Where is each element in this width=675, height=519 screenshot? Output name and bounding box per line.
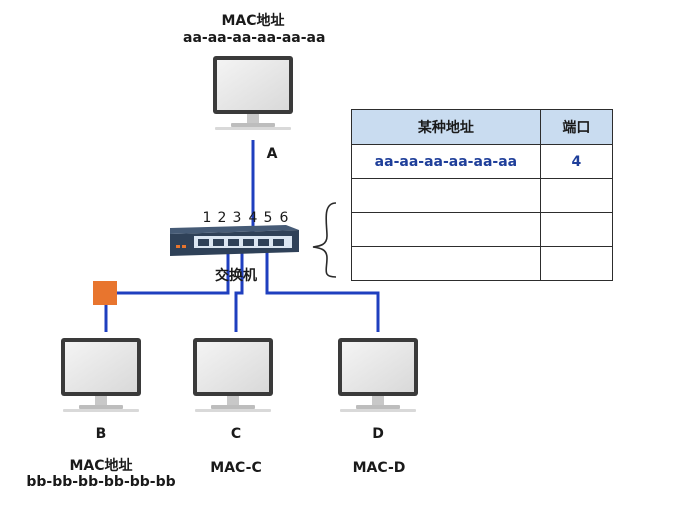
table-header-row: 某种地址 端口 — [351, 109, 614, 145]
host-b-name: B — [95, 426, 107, 442]
host-d-mac: MAC-D — [352, 460, 406, 476]
host-b-mac-address: bb-bb-bb-bb-bb-bb — [26, 474, 176, 490]
port-number-2: 2 — [217, 210, 227, 226]
column-header-port: 端口 — [539, 109, 614, 145]
hub-icon — [93, 281, 117, 305]
column-header-address: 某种地址 — [351, 109, 541, 145]
switch-port-numbers: 1 2 3 4 5 6 — [201, 210, 297, 228]
network-links — [104, 140, 380, 332]
computer-b-icon — [61, 338, 141, 412]
host-a-mac-address: aa-aa-aa-aa-aa-aa — [183, 30, 326, 46]
table-cell-port — [539, 246, 614, 281]
table-row — [351, 246, 614, 281]
computer-a-icon — [213, 56, 293, 130]
table-cell-address — [351, 212, 541, 247]
table-cell-port — [539, 178, 614, 213]
computer-c-icon — [193, 338, 273, 412]
switch-label: 交换机 — [215, 268, 257, 284]
table-row — [351, 178, 614, 213]
table-cell-address — [351, 178, 541, 213]
link-b-switch — [104, 250, 230, 332]
port-number-3: 3 — [232, 210, 242, 226]
host-c-mac: MAC-C — [210, 460, 262, 476]
table-cell-port — [539, 212, 614, 247]
table-cell-port: 4 — [539, 144, 614, 179]
port-number-5: 5 — [263, 210, 273, 226]
link-d-switch — [265, 250, 380, 332]
link-c-switch — [234, 250, 244, 332]
host-a-name: A — [266, 146, 278, 162]
computer-d-icon — [338, 338, 418, 412]
table-cell-address: aa-aa-aa-aa-aa-aa — [351, 144, 541, 179]
switch-icon — [170, 225, 299, 256]
table-cell-address — [351, 246, 541, 281]
host-c-name: C — [230, 426, 242, 442]
mac-address-table: 某种地址 端口 aa-aa-aa-aa-aa-aa 4 — [351, 109, 614, 281]
table-row — [351, 212, 614, 247]
brace-icon — [312, 202, 337, 278]
table-row: aa-aa-aa-aa-aa-aa 4 — [351, 144, 614, 179]
port-number-6: 6 — [279, 210, 289, 226]
host-b-mac-title: MAC地址 — [69, 458, 133, 474]
host-a-mac-title: MAC地址 — [221, 13, 285, 29]
port-number-1: 1 — [202, 210, 212, 226]
host-d-name: D — [372, 426, 384, 442]
port-number-4: 4 — [248, 210, 258, 226]
